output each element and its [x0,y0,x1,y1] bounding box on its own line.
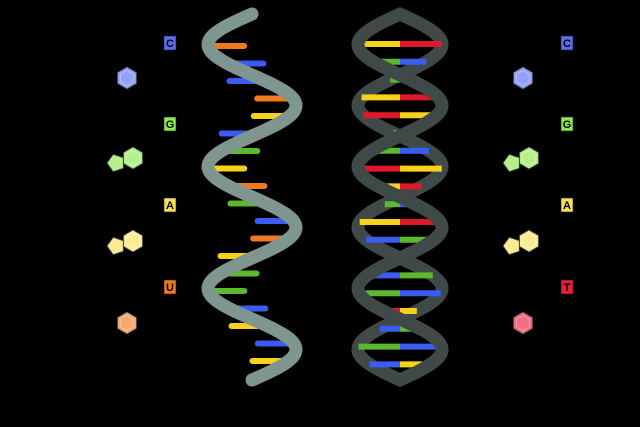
base-letter-badge: T [560,279,574,295]
dna-bases-legend: C G A T [502,35,574,335]
double-ring-icon [106,146,143,173]
base-letter-badge: A [163,197,177,213]
base-letter: A [563,200,571,212]
base-letter-badge: G [560,116,574,132]
rna-backbone-strand [201,7,303,387]
double-ring-icon [502,229,539,256]
base-letter-badge: G [163,116,177,132]
base-letter-badge: C [560,35,574,51]
dna-backbone-strand-front [351,7,449,387]
base-letter: T [564,282,571,294]
base-letter: C [563,38,571,50]
double-ring-icon [502,146,539,173]
base-letter: C [166,38,174,50]
rna-helix [201,7,303,387]
dna-helix [351,7,449,387]
hexagon-ring-icon [513,311,533,335]
base-letter: G [166,119,175,131]
base-letter-badge: U [163,279,177,295]
base-letter-badge: C [163,35,177,51]
base-letter: U [166,282,174,294]
hexagon-ring-icon [117,66,137,90]
base-letter: A [166,200,174,212]
base-letter: G [563,119,572,131]
base-letter-badge: A [560,197,574,213]
hexagon-ring-icon [117,311,137,335]
double-ring-icon [106,229,143,256]
hexagon-ring-icon [513,66,533,90]
rna-bases-legend: C G A U [106,35,177,335]
